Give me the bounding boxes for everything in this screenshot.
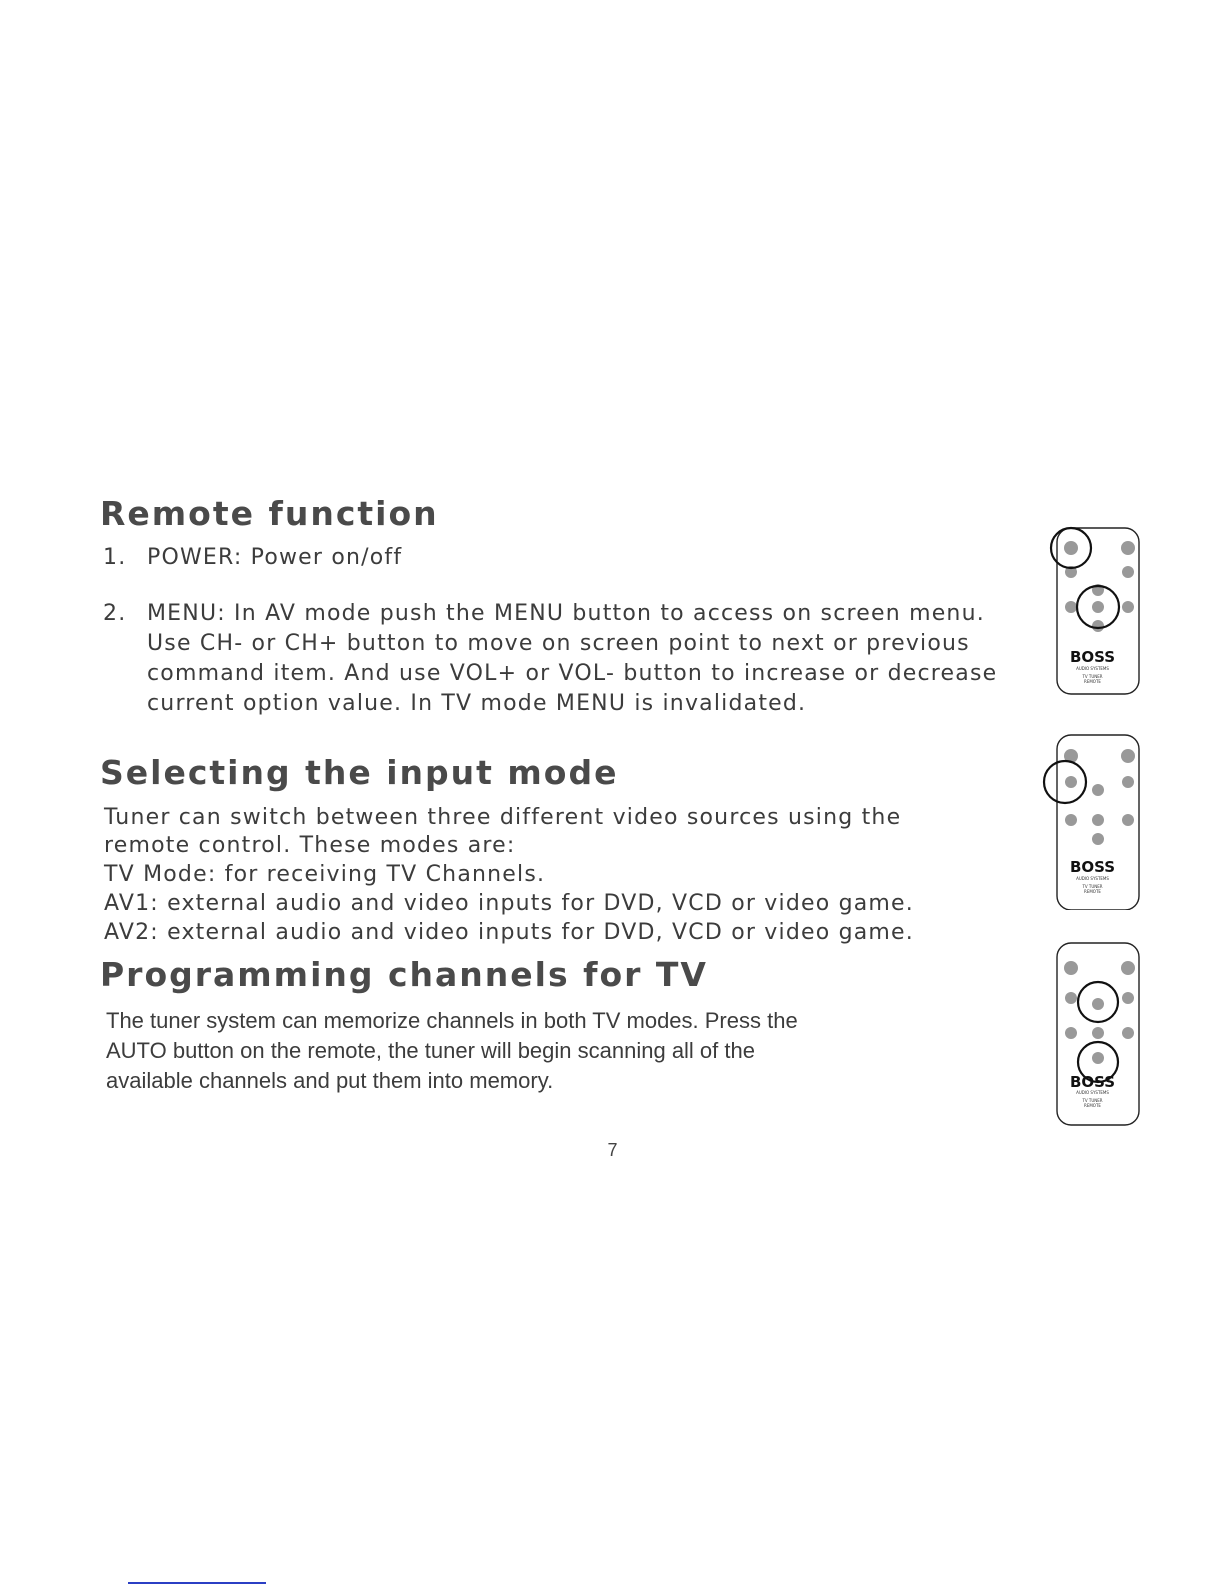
mute-icon (1121, 961, 1135, 975)
brand-subtitle: AUDIO SYSTEMS (1076, 1090, 1109, 1095)
remote-drawing (1056, 942, 1140, 1126)
mute-icon (1121, 749, 1135, 763)
remote-illustration-power-menu: BOSS AUDIO SYSTEMS TV TUNER REMOTE (1040, 518, 1145, 698)
paragraph-line: available channels and put them into mem… (106, 1068, 554, 1093)
caption: TV TUNER (1082, 674, 1103, 679)
caption: REMOTE (1084, 889, 1101, 894)
list-item-menu-line-3: command item. And use VOL+ or VOL- butto… (147, 661, 998, 686)
brand-logo: BOSS (1069, 1073, 1116, 1091)
highlight-circle (1076, 980, 1120, 1024)
power-icon (1064, 541, 1078, 555)
paragraph-line: Tuner can switch between three different… (104, 805, 902, 830)
paragraph-line: AUTO button on the remote, the tuner wil… (106, 1038, 755, 1063)
power-icon (1064, 749, 1078, 763)
brand-logo: BOSS (1069, 648, 1116, 666)
caption: TV TUNER (1082, 1098, 1103, 1103)
mute-icon (1121, 541, 1135, 555)
paragraph-line: remote control. These modes are: (104, 833, 516, 858)
brand-subtitle: AUDIO SYSTEMS (1076, 666, 1109, 671)
power-icon (1064, 961, 1078, 975)
paragraph-line: AV1: external audio and video inputs for… (104, 891, 914, 916)
caption: REMOTE (1084, 1103, 1101, 1108)
heading-remote-function: Remote function (100, 494, 439, 533)
remote-drawing (1049, 526, 1140, 695)
footer-rule (128, 1582, 266, 1584)
list-number: 1. (103, 545, 127, 570)
brand-subtitle: AUDIO SYSTEMS (1076, 876, 1109, 881)
list-text: POWER: Power on/off (147, 545, 403, 570)
highlight-circle (1076, 1040, 1120, 1084)
caption: TV TUNER (1082, 884, 1103, 889)
highlight-circle (1049, 526, 1093, 570)
heading-input-mode: Selecting the input mode (100, 753, 619, 792)
paragraph-line: AV2: external audio and video inputs for… (104, 920, 914, 945)
brand-logo: BOSS (1069, 858, 1116, 876)
remote-illustration-programming: BOSS AUDIO SYSTEMS TV TUNER REMOTE (1040, 938, 1145, 1128)
list-number: 2. (103, 601, 127, 626)
paragraph-line: The tuner system can memorize channels i… (106, 1008, 798, 1033)
highlight-circle (1075, 584, 1121, 630)
remote-illustration-input: BOSS AUDIO SYSTEMS TV TUNER REMOTE (1040, 730, 1145, 910)
list-item-menu-line-2: Use CH- or CH+ button to move on screen … (147, 631, 970, 656)
list-text: MENU: In AV mode push the MENU button to… (147, 601, 985, 626)
heading-programming: Programming channels for TV (100, 955, 708, 994)
list-item-menu: 2. MENU: In AV mode push the MENU button … (103, 601, 985, 626)
remote-drawing (1042, 734, 1140, 910)
highlight-circle (1042, 759, 1088, 805)
paragraph-line: TV Mode: for receiving TV Channels. (104, 862, 546, 887)
caption: REMOTE (1084, 679, 1101, 684)
page-number: 7 (607, 1140, 618, 1160)
list-item-menu-line-4: current option value. In TV mode MENU is… (147, 691, 807, 716)
list-item-power: 1. POWER: Power on/off (103, 545, 402, 570)
